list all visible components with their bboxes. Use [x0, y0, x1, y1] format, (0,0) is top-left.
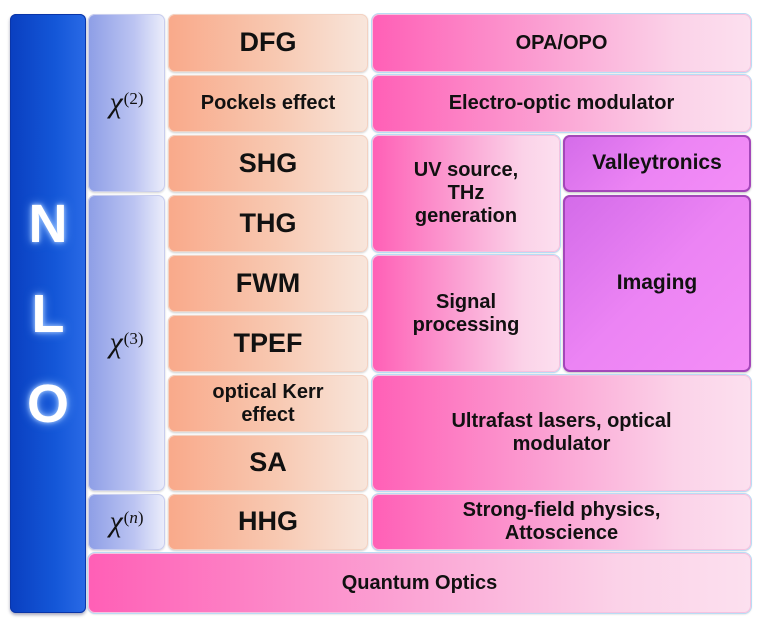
chi-symbol: χ [109, 85, 123, 119]
chin-order-block: χ(n) [88, 494, 165, 550]
application-signal-processing: Signal processing [372, 255, 560, 372]
application-electro-optic-modulator: Electro-optic modulator [372, 75, 751, 132]
process-fwm: FWM [168, 255, 368, 312]
chi2-order-block: χ(2) [88, 14, 165, 192]
process-tpef: TPEF [168, 315, 368, 372]
process-shg: SHG [168, 135, 368, 192]
chi-order: 2 [129, 89, 138, 109]
application-strong-field-physics: Strong-field physics, Attoscience [372, 494, 751, 550]
chi-order: 3 [129, 329, 138, 349]
process-optical-kerr-effect: optical Kerr effect [168, 375, 368, 432]
process-thg: THG [168, 195, 368, 252]
nlo-letter-l: L [31, 283, 65, 344]
application-quantum-optics: Quantum Optics [88, 553, 751, 613]
nlo-letter-n: N [28, 193, 68, 254]
nlo-letter-o: O [26, 373, 69, 434]
chi-order: n [129, 508, 138, 528]
application-valleytronics: Valleytronics [563, 135, 751, 192]
chi-symbol: χ [109, 325, 123, 359]
process-hhg: HHG [168, 494, 368, 550]
application-uv-source-thz: UV source, THz generation [372, 135, 560, 252]
chi-symbol: χ [109, 504, 123, 538]
nlo-title-bar: N L O [10, 14, 86, 613]
chi3-order-block: χ(3) [88, 195, 165, 491]
application-imaging: Imaging [563, 195, 751, 372]
application-ultrafast-lasers: Ultrafast lasers, optical modulator [372, 375, 751, 491]
application-opa-opo: OPA/OPO [372, 14, 751, 72]
process-sa: SA [168, 435, 368, 491]
process-pockels-effect: Pockels effect [168, 75, 368, 132]
process-dfg: DFG [168, 14, 368, 72]
